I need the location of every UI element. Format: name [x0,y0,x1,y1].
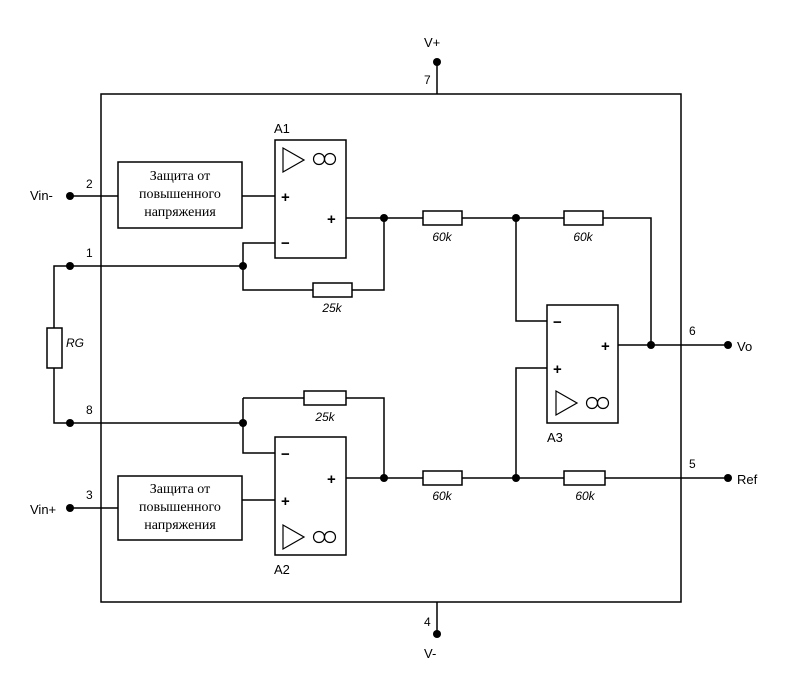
protection-top-line1: Защита от [150,169,210,184]
a1-plus-sign: + [281,189,290,206]
a2-output-node [380,474,388,482]
vin-plus-pin-number: 3 [86,488,93,502]
protection-top-line3: напряжения [144,205,216,220]
a2-feedback-wire-right [346,397,385,478]
opamp-a3: − + + [546,304,619,424]
resistor-rg-label: RG [66,336,84,350]
resistor-60k-bottom-in-label: 60k [432,489,452,503]
overvoltage-protection-bottom: Защита от повышенного напряжения [117,475,243,541]
a1-output-sign: + [327,211,336,228]
resistor-25k-bottom [303,390,347,406]
ref-label: Ref [737,472,758,487]
a1-infinity-icon [312,152,326,166]
package-outline [100,93,682,603]
a3-output-node [647,341,655,349]
a1-feedback-wire-right [352,218,385,291]
resistor-60k-top-in-label: 60k [432,230,452,244]
resistor-60k-bottom-ref-label: 60k [575,489,595,503]
rg-bottom-pin-number: 8 [86,403,93,417]
a3-inverting-wire [515,218,547,322]
protection-bottom-line1: Защита от [150,482,210,497]
a1-inverting-node [239,262,247,270]
vneg-pin-number: 4 [424,615,431,629]
resistor-60k-top-fb [563,210,604,226]
a2-inverting-wire [242,398,275,454]
a3-plus-sign: + [553,361,562,378]
rg-left-top-wire [53,265,70,328]
opamp-a1: + − + [274,139,347,259]
rg-left-bottom-wire [53,368,70,424]
vo-pin-number: 6 [689,324,696,338]
feedback-to-output-wire [603,217,652,345]
ref-terminal [724,474,732,482]
vo-terminal [724,341,732,349]
vin-minus-label: Vin- [30,188,53,203]
ref-pin-number: 5 [689,457,696,471]
a3-noninverting-wire [515,367,547,478]
resistor-60k-bottom-in [422,470,463,486]
a2-plus-sign: + [281,493,290,510]
a3-infinity-icon [585,396,599,410]
vneg-terminal [433,630,441,638]
vin-minus-pin-number: 2 [86,177,93,191]
a2-output-sign: + [327,471,336,488]
protection-bottom-line3: напряжения [144,518,216,533]
vpos-pin-number: 7 [424,73,431,87]
resistor-60k-bottom-ref [563,470,606,486]
resistor-60k-top-fb-label: 60k [573,230,593,244]
a3-triangle-icon [555,389,579,417]
resistor-rg [46,327,63,369]
a3-minus-sign: − [553,314,562,331]
resistor-25k-top-label: 25k [321,301,342,315]
rg-top-pin-number: 1 [86,246,93,260]
resistor-60k-top-in [422,210,463,226]
a1-minus-sign: − [281,235,290,252]
a2-triangle-icon [282,523,306,551]
protection-bottom-line2: повышенного [139,500,221,515]
resistor-25k-top [312,282,353,298]
a2-minus-sign: − [281,446,290,463]
vpos-terminal [433,58,441,66]
a2-label: A2 [274,562,290,577]
opamp-a2: − + + [274,436,347,556]
a1-triangle-icon [282,146,306,174]
a3-label: A3 [547,430,563,445]
overvoltage-protection-top: Защита от повышенного напряжения [117,161,243,229]
a1-feedback-wire-left [242,242,313,291]
a2-infinity-icon [312,530,326,544]
protection-top-line2: повышенного [139,187,221,202]
vpos-label: V+ [424,35,440,50]
vo-label: Vo [737,339,752,354]
vneg-label: V- [424,646,436,661]
a3-output-sign: + [601,338,610,355]
a1-label: A1 [274,121,290,136]
resistor-25k-bottom-label: 25k [314,410,335,424]
vin-plus-label: Vin+ [30,502,56,517]
